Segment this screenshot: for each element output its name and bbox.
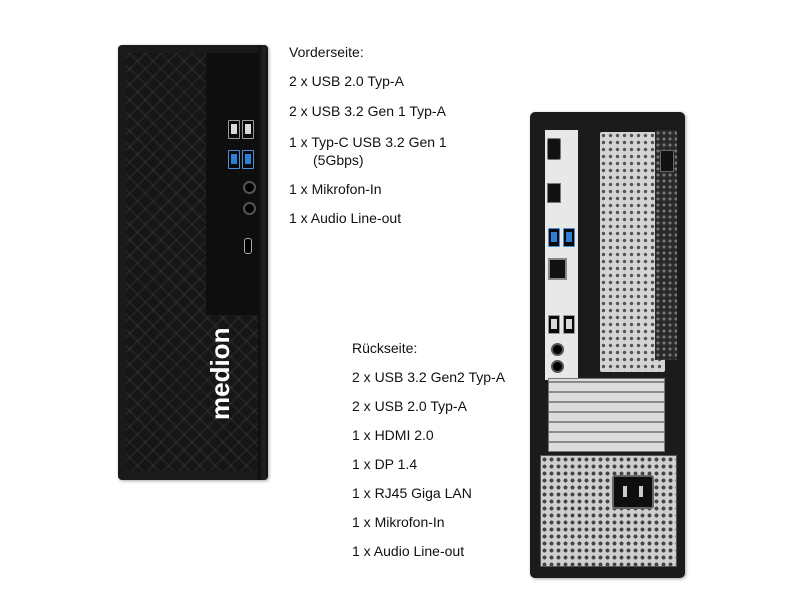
rear-heading: Rückseite: [352,340,418,356]
rear-hdmi-port-icon [547,138,561,160]
front-usb-c-port-icon [244,238,252,254]
front-heading: Vorderseite: [289,44,364,60]
rear-psu [540,455,677,567]
front-headphone-jack-icon [243,181,256,194]
rear-handle [660,150,674,172]
rear-line-out-jack-icon [551,360,564,373]
rear-io-mesh [600,132,665,372]
rear-dp-port-icon [547,183,561,203]
rear-io-plate [545,130,578,380]
rear-item: 1 x HDMI 2.0 [352,427,434,443]
rear-vent-strip [655,130,677,360]
rear-mic-jack-icon [551,343,564,356]
front-pc-image [118,45,268,480]
front-mic-jack-icon [243,202,256,215]
rear-item: 1 x RJ45 Giga LAN [352,485,472,501]
front-usb3-port-icon [228,150,240,169]
front-item: 1 x Typ-C USB 3.2 Gen 1 [289,134,447,150]
rear-usb2-port-icon [548,315,560,334]
rear-item: 1 x DP 1.4 [352,456,418,472]
front-item: 1 x Mikrofon-In [289,181,382,197]
power-socket-icon [612,475,654,509]
front-side-strip [258,45,268,480]
front-item: 2 x USB 3.2 Gen 1 Typ-A [289,103,446,119]
rear-expansion-slots [548,378,665,452]
rear-rj45-port-icon [548,258,567,280]
rear-item: 1 x Audio Line-out [352,543,465,559]
rear-item: 1 x Mikrofon-In [352,514,445,530]
rear-item: 2 x USB 2.0 Typ-A [352,398,467,414]
front-item: 1 x Audio Line-out [289,210,402,226]
brand-logo: medion [205,327,235,420]
front-item: 2 x USB 2.0 Typ-A [289,73,404,89]
front-usb2-port-icon [228,120,240,139]
front-item: (5Gbps) [313,152,364,168]
front-usb2-port-icon [242,120,254,139]
rear-usb3-port-icon [548,228,560,247]
rear-item: 2 x USB 3.2 Gen2 Typ-A [352,369,506,385]
front-usb3-port-icon [242,150,254,169]
rear-usb3-port-icon [563,228,575,247]
rear-usb2-port-icon [563,315,575,334]
